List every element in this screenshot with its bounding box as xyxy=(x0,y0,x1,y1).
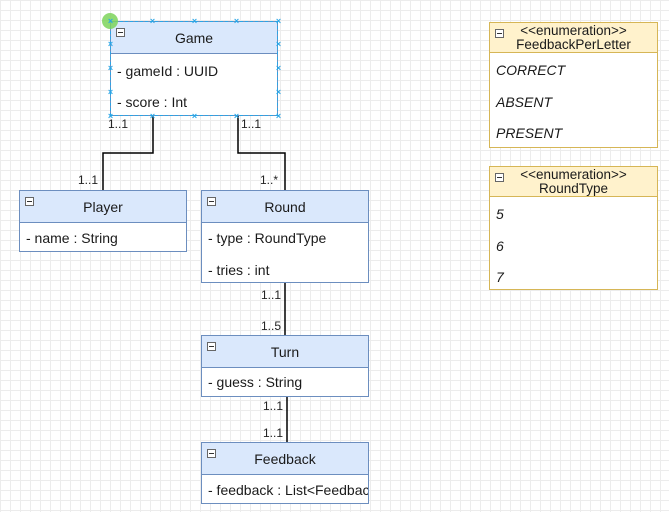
resize-handle-w1[interactable]: × xyxy=(107,39,114,49)
enum-round-type-header: <<enumeration>> RoundType xyxy=(490,167,657,197)
resize-handle-w2[interactable]: × xyxy=(107,63,114,73)
class-round-attr-type[interactable]: - type : RoundType xyxy=(208,230,327,246)
class-feedback-name: Feedback xyxy=(254,450,316,467)
class-feedback-header: Feedback xyxy=(202,443,368,475)
enum-stereotype: <<enumeration>> xyxy=(520,166,627,182)
class-game-attr-gameid[interactable]: - gameId : UUID xyxy=(117,63,219,79)
resize-handle-e1[interactable]: × xyxy=(275,39,282,49)
enum-feedback-per-letter[interactable]: <<enumeration>> FeedbackPerLetter CORREC… xyxy=(489,22,658,148)
enum-round-type[interactable]: <<enumeration>> RoundType 5 6 7 xyxy=(489,166,658,290)
class-round-header: Round xyxy=(202,191,368,223)
rotate-handle[interactable] xyxy=(102,13,118,29)
multiplicity-label[interactable]: 1..5 xyxy=(261,319,282,333)
enum-value-6[interactable]: 6 xyxy=(496,238,504,254)
class-game-name: Game xyxy=(174,29,214,46)
class-player[interactable]: Player - name : String xyxy=(19,190,187,252)
resize-handle-nw[interactable]: × xyxy=(107,16,114,26)
enum-name: FeedbackPerLetter xyxy=(516,36,631,52)
class-round-attr-tries[interactable]: - tries : int xyxy=(208,262,270,278)
class-turn-header: Turn xyxy=(202,336,368,368)
enum-value-5[interactable]: 5 xyxy=(496,206,504,222)
class-round-name: Round xyxy=(264,198,306,215)
enum-feedback-per-letter-header: <<enumeration>> FeedbackPerLetter xyxy=(490,23,657,53)
resize-handle-e2[interactable]: × xyxy=(275,63,282,73)
enum-value-7[interactable]: 7 xyxy=(496,269,504,285)
class-game-attr-score[interactable]: - score : Int xyxy=(117,94,188,110)
multiplicity-label[interactable]: 1..1 xyxy=(263,426,284,440)
class-game[interactable]: Game - gameId : UUID - score : Int xyxy=(110,21,278,116)
multiplicity-label[interactable]: 1..1 xyxy=(261,288,282,302)
resize-handle-n3[interactable]: × xyxy=(233,16,240,26)
enum-name: RoundType xyxy=(538,180,609,196)
edge-game-round xyxy=(237,116,286,190)
resize-handle-s2[interactable]: × xyxy=(191,111,198,121)
resize-handle-n1[interactable]: × xyxy=(149,16,156,26)
collapse-icon[interactable] xyxy=(25,197,34,206)
class-player-name: Player xyxy=(83,198,123,215)
enum-stereotype: <<enumeration>> xyxy=(520,22,627,38)
class-player-attr-name[interactable]: - name : String xyxy=(26,230,118,246)
collapse-icon[interactable] xyxy=(495,29,504,38)
resize-handle-ne[interactable]: × xyxy=(275,16,282,26)
class-game-header: Game xyxy=(111,22,277,54)
resize-handle-se[interactable]: × xyxy=(275,111,282,121)
class-turn-name: Turn xyxy=(270,343,300,360)
class-round[interactable]: Round - type : RoundType - tries : int xyxy=(201,190,369,283)
edge-game-player xyxy=(102,116,154,190)
resize-handle-sw[interactable]: × xyxy=(107,111,114,121)
resize-handle-s1[interactable]: × xyxy=(233,111,240,121)
class-turn-attr-guess[interactable]: - guess : String xyxy=(208,374,303,390)
class-feedback[interactable]: Feedback - feedback : List<FeedbackPerLe… xyxy=(201,442,369,504)
collapse-icon[interactable] xyxy=(207,449,216,458)
enum-value-present[interactable]: PRESENT xyxy=(496,125,563,141)
resize-handle-n2[interactable]: × xyxy=(191,16,198,26)
collapse-icon[interactable] xyxy=(116,28,125,37)
collapse-icon[interactable] xyxy=(495,173,504,182)
multiplicity-label[interactable]: 1..* xyxy=(260,173,279,187)
multiplicity-label[interactable]: 1..1 xyxy=(263,399,284,413)
enum-value-correct[interactable]: CORRECT xyxy=(496,62,566,78)
class-player-header: Player xyxy=(20,191,186,223)
collapse-icon[interactable] xyxy=(207,342,216,351)
class-feedback-attr-feedback[interactable]: - feedback : List<FeedbackPerLetter> xyxy=(208,482,369,498)
class-turn[interactable]: Turn - guess : String xyxy=(201,335,369,397)
multiplicity-label[interactable]: 1..1 xyxy=(108,117,129,131)
multiplicity-label[interactable]: 1..1 xyxy=(241,117,262,131)
resize-handle-e3[interactable]: × xyxy=(275,87,282,97)
multiplicity-label[interactable]: 1..1 xyxy=(78,173,99,187)
enum-value-absent[interactable]: ABSENT xyxy=(496,94,553,110)
collapse-icon[interactable] xyxy=(207,197,216,206)
resize-handle-s3[interactable]: × xyxy=(149,111,156,121)
resize-handle-w3[interactable]: × xyxy=(107,87,114,97)
